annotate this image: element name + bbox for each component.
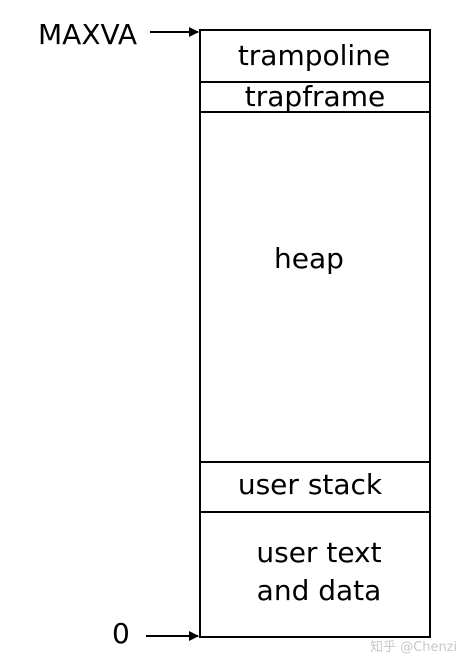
zero-label: 0 (112, 617, 130, 650)
segment-trampoline: trampoline (238, 39, 390, 72)
segment-user-text-line1: user text (256, 536, 381, 569)
watermark-text: 知乎 @Chenzi (370, 639, 457, 655)
segment-user-stack: user stack (238, 468, 383, 501)
address-space-box (199, 29, 431, 638)
maxva-label: MAXVA (38, 18, 137, 51)
segment-heap: heap (274, 242, 344, 275)
segment-trapframe: trapframe (245, 80, 385, 113)
segment-user-text-line2: and data (257, 574, 382, 607)
